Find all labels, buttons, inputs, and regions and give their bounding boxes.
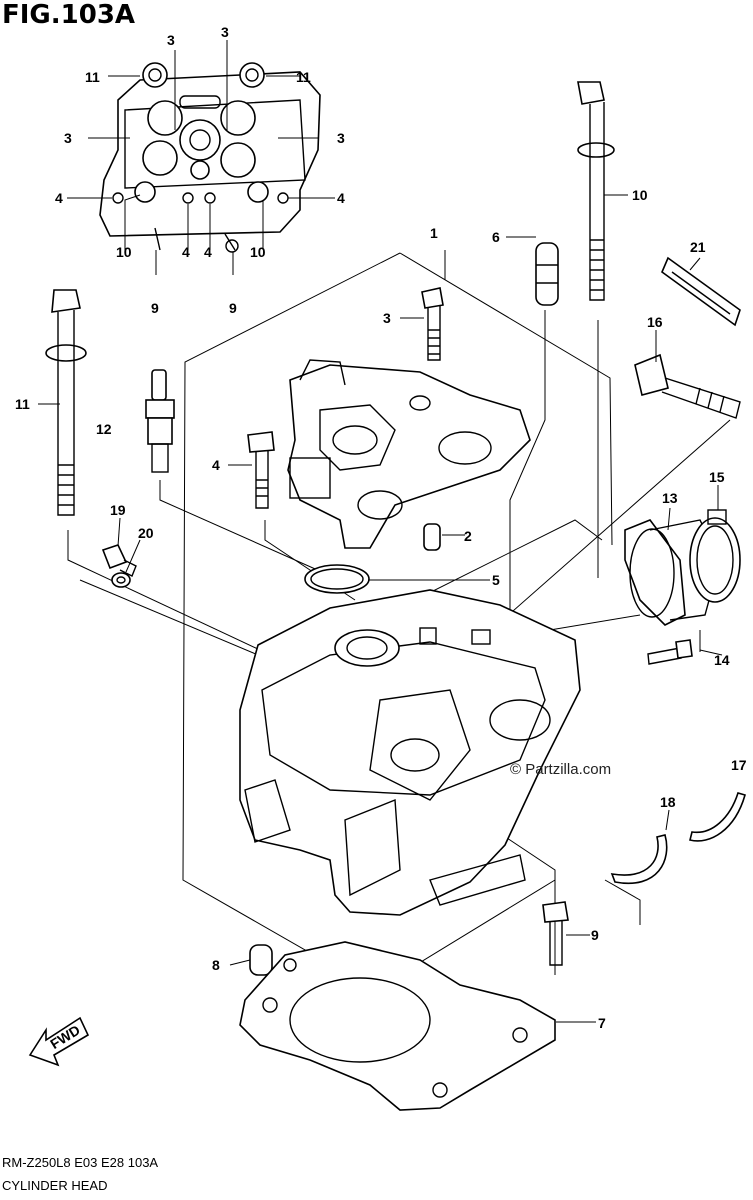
clamp-21-part: [661, 256, 741, 327]
callout-3: 3: [337, 130, 345, 146]
callout-10: 10: [250, 244, 266, 260]
footer-name: CYLINDER HEAD: [2, 1178, 108, 1193]
footer-code: RM-Z250L8 E03 E28 103A: [2, 1155, 159, 1170]
washer-20-part: [111, 572, 131, 588]
bolt-14-part: [647, 639, 693, 665]
head-top-view-inset: [67, 40, 335, 275]
callout-21: 21: [690, 239, 706, 255]
bolt-10-part: [577, 81, 615, 301]
bolt-4-part: [247, 431, 275, 509]
cylinder-head-body: [239, 589, 581, 916]
callout-4: 4: [182, 244, 190, 260]
callout-10: 10: [116, 244, 132, 260]
callout-6: 6: [492, 229, 500, 245]
callout-4: 4: [204, 244, 212, 260]
callout-9: 9: [591, 927, 599, 943]
head-gasket-7-part: [239, 941, 556, 1111]
callout-20: 20: [138, 525, 154, 541]
shim-17-part: [689, 792, 746, 842]
callout-labels: 11 3 3 11 3 3 4 4 10 4 4 10 9 9 1 6 10 2…: [15, 24, 747, 1031]
bolt-11-part: [45, 289, 87, 516]
callout-13: 13: [662, 490, 678, 506]
callout-4: 4: [55, 190, 63, 206]
intake-pipe-13-part: [624, 519, 721, 626]
fwd-direction-arrow: FWD: [28, 1016, 90, 1067]
callout-14: 14: [714, 652, 730, 668]
figure-title: FIG.103A: [2, 0, 136, 30]
bolt-3-part: [421, 287, 444, 361]
callout-3: 3: [64, 130, 72, 146]
callout-5: 5: [492, 572, 500, 588]
callout-11: 11: [296, 69, 311, 85]
leader-lines: [38, 194, 723, 1023]
callout-3: 3: [167, 32, 175, 48]
callout-4: 4: [337, 190, 345, 206]
callout-18: 18: [660, 794, 676, 810]
callout-4: 4: [212, 457, 220, 473]
clamp-15-part: [689, 509, 741, 603]
callout-1: 1: [430, 225, 438, 241]
callout-12: 12: [96, 421, 112, 437]
callout-19: 19: [110, 502, 126, 518]
bolt-19-part: [101, 544, 137, 577]
dowel-8-part: [249, 944, 273, 976]
callout-3: 3: [221, 24, 229, 40]
watermark-text: © Partzilla.com: [510, 761, 611, 778]
callout-16: 16: [647, 314, 663, 330]
callout-11: 11: [85, 69, 100, 85]
callout-17: 17: [731, 757, 747, 773]
callout-3: 3: [383, 310, 391, 326]
callout-9: 9: [151, 300, 159, 316]
callout-8: 8: [212, 957, 220, 973]
shim-18-part: [610, 834, 668, 885]
callout-2: 2: [464, 528, 472, 544]
callout-10: 10: [632, 187, 648, 203]
bolt-9-part: [542, 901, 569, 966]
callout-7: 7: [598, 1015, 606, 1031]
callout-11: 11: [15, 396, 30, 412]
spark-plug-12-part: [145, 369, 175, 473]
bolt-16-part: [634, 353, 741, 419]
callout-15: 15: [709, 469, 725, 485]
camshaft-holder-part: [287, 359, 531, 549]
tappet-6-part: [535, 242, 559, 306]
callout-9: 9: [229, 300, 237, 316]
dowel-2-part: [423, 523, 441, 551]
o-ring-5-part: [304, 564, 370, 594]
